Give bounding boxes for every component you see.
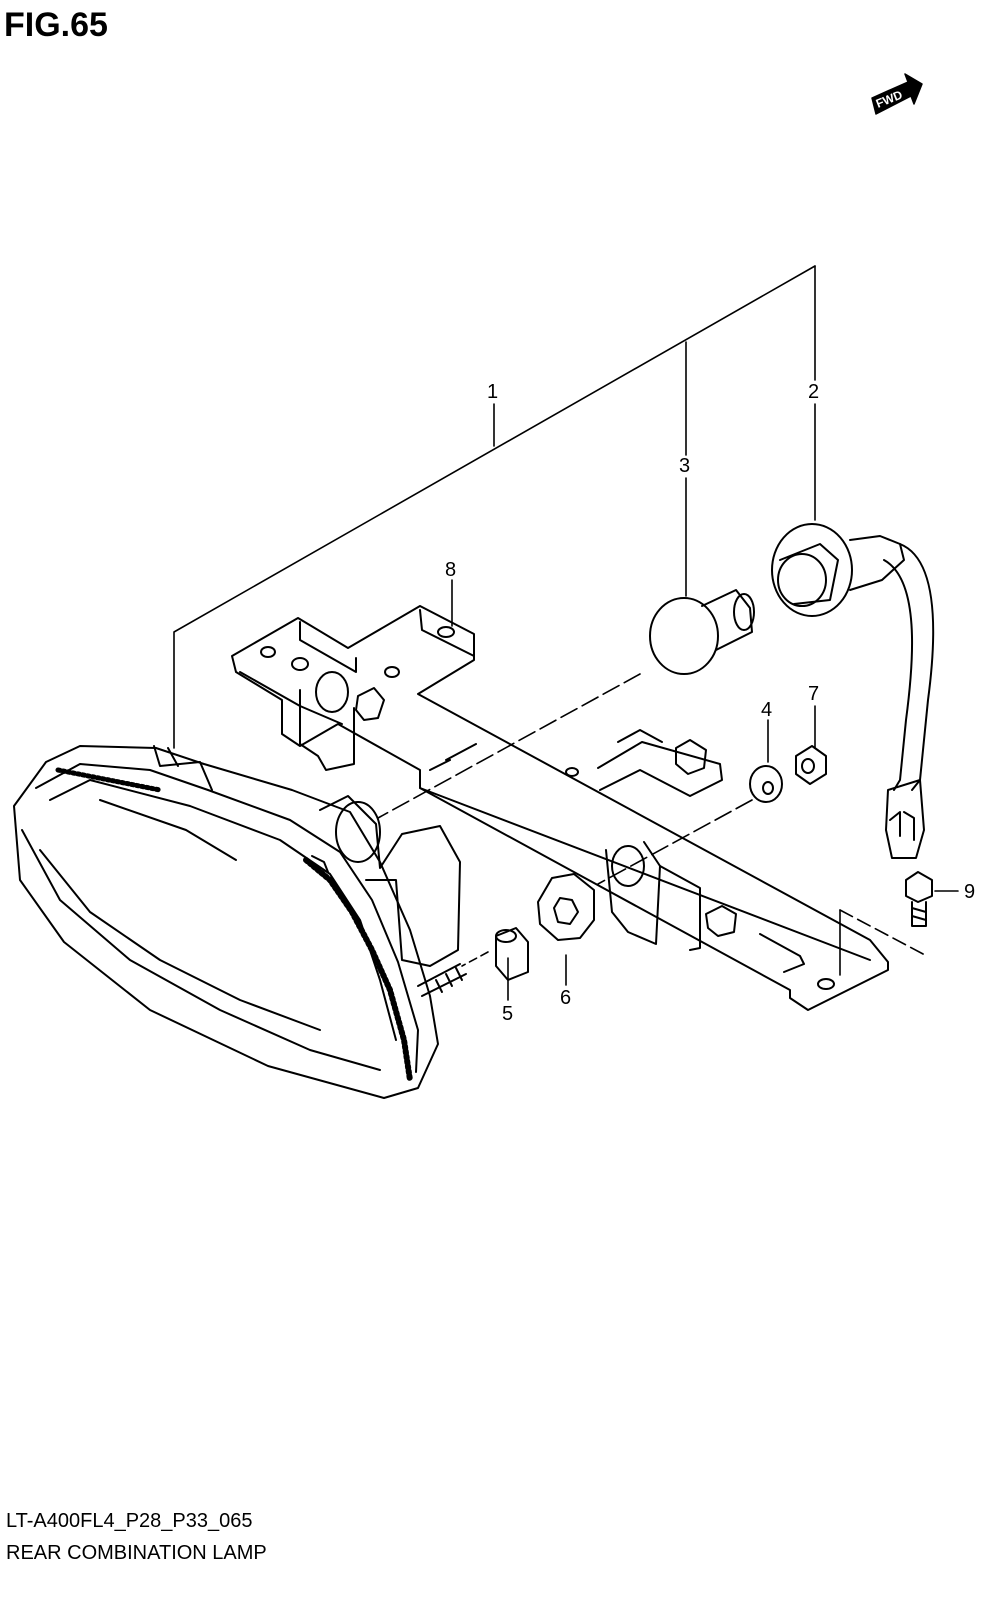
bolt-part (905, 871, 933, 927)
section-name: REAR COMBINATION LAMP (6, 1542, 267, 1564)
callout-2: 2 (808, 381, 819, 403)
bulb-part (649, 589, 755, 675)
washer-part (749, 765, 783, 803)
leader-lines (173, 265, 959, 1001)
lamp-assembly-part (13, 745, 467, 1099)
forward-arrow-icon (871, 73, 923, 115)
callout-9: 9 (964, 881, 975, 903)
callout-8: 8 (445, 559, 456, 581)
callout-4: 4 (761, 699, 772, 721)
socket-harness-part (771, 523, 935, 859)
model-code: LT-A400FL4_P28_P33_065 (6, 1510, 253, 1532)
callout-5: 5 (502, 1003, 513, 1025)
grommet-part (537, 873, 595, 941)
callout-3: 3 (679, 455, 690, 477)
callout-1: 1 (487, 381, 498, 403)
callout-6: 6 (560, 987, 571, 1009)
callout-7: 7 (808, 683, 819, 705)
nut-part (795, 745, 827, 785)
collar-part (495, 927, 529, 981)
bracket-part (231, 605, 889, 1011)
figure-title: FIG.65 (4, 6, 108, 44)
